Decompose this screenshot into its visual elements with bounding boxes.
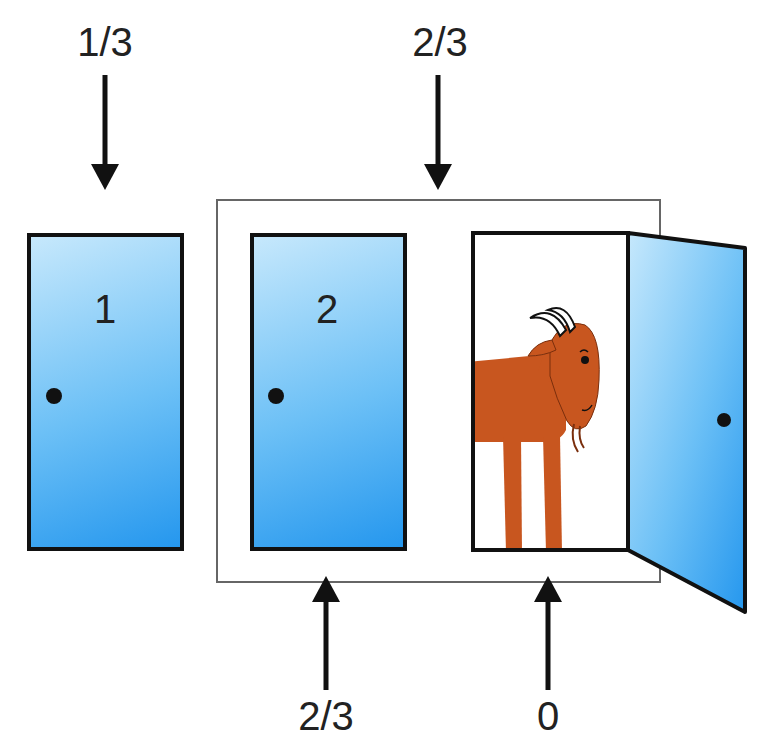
arrow-head bbox=[91, 164, 119, 190]
door: 1 bbox=[27, 233, 184, 551]
goat-ear bbox=[528, 340, 556, 356]
arrow-head bbox=[534, 576, 562, 602]
arrow-head bbox=[312, 576, 340, 602]
door-knob bbox=[268, 388, 284, 404]
arrow-shaft bbox=[546, 598, 551, 690]
door-knob bbox=[46, 388, 62, 404]
goat-horn bbox=[548, 308, 575, 332]
goat-leg bbox=[503, 436, 522, 548]
open-door bbox=[628, 233, 745, 612]
group-box bbox=[217, 200, 660, 582]
goat-leg bbox=[543, 436, 562, 548]
probability-label: 2/3 bbox=[412, 22, 468, 62]
arrow-shaft bbox=[103, 75, 108, 168]
goat-mouth bbox=[582, 405, 592, 410]
arrow-shaft bbox=[324, 598, 329, 690]
probability-label: 1/3 bbox=[77, 22, 133, 62]
goat-brow bbox=[580, 350, 588, 352]
door-number: 1 bbox=[94, 289, 116, 329]
door: 2 bbox=[250, 233, 407, 551]
goat bbox=[475, 308, 599, 548]
goat-eye bbox=[581, 356, 589, 364]
door-number: 2 bbox=[316, 289, 338, 329]
goat-beard bbox=[573, 424, 584, 452]
probability-label: 2/3 bbox=[298, 696, 354, 736]
probability-label: 0 bbox=[537, 696, 559, 736]
door-knob bbox=[717, 413, 731, 427]
goat-head bbox=[550, 324, 599, 430]
arrow-head bbox=[424, 164, 452, 190]
arrow-shaft bbox=[436, 75, 441, 168]
